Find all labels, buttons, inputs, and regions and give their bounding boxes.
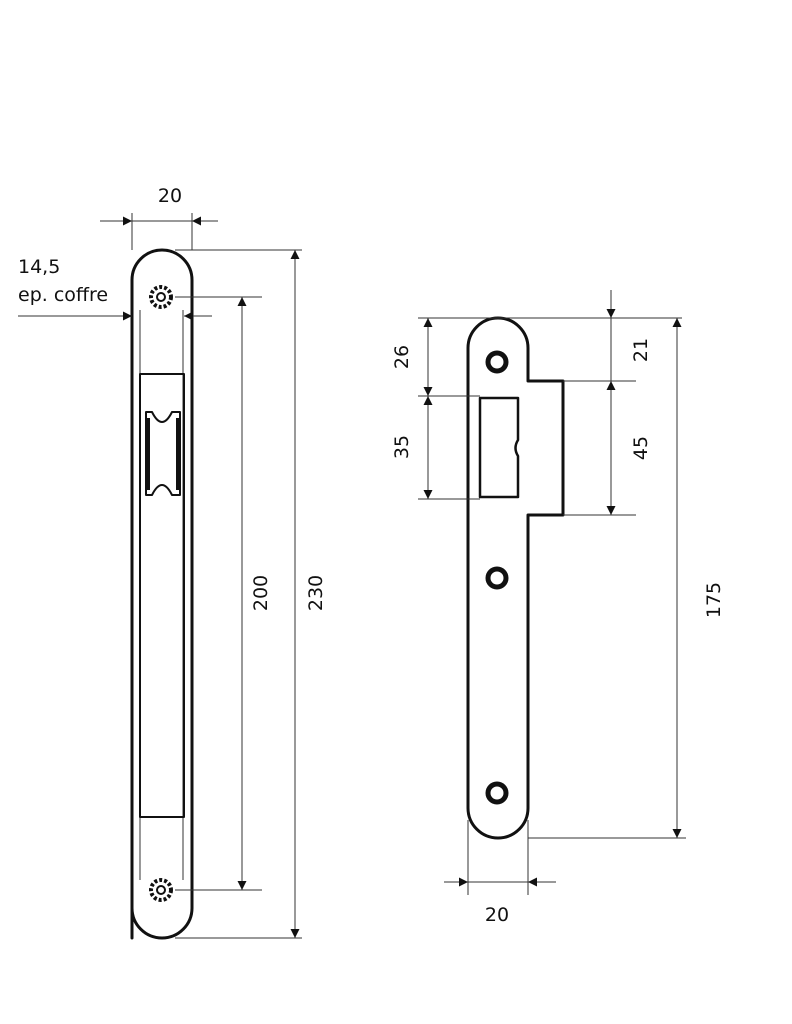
screw-hole-icon (485, 350, 509, 374)
dimension-caption: ep. coffre (18, 284, 108, 306)
dimension-label: 200 (250, 575, 272, 611)
dimension-hole-spacing: 200 (175, 296, 272, 891)
screw-hole-icon (485, 781, 509, 805)
dimension-label: 230 (305, 575, 327, 611)
dimension-window-height: 35 (391, 396, 433, 499)
strike-window (478, 396, 520, 499)
faceplate-left (130, 248, 194, 940)
dimension-label: 20 (158, 185, 182, 207)
dimension-label: 175 (703, 582, 725, 618)
dimension-top-to-window: 26 (391, 317, 498, 500)
dimension-width-left: 20 (100, 185, 218, 250)
latch-window (139, 373, 185, 818)
screw-hole-icon (149, 285, 173, 309)
dimension-label: 21 (630, 338, 652, 362)
dimension-thickness: 14,5 ep. coffre (18, 256, 212, 321)
dimension-top-to-lip: 21 (498, 290, 682, 516)
dimension-total-height-right: 175 (528, 318, 725, 839)
dimension-label: 45 (630, 436, 652, 460)
dimension-total-height-left: 230 (175, 249, 327, 939)
dimension-label: 20 (485, 904, 509, 926)
strike-plate-right (466, 316, 565, 840)
screw-hole-icon (485, 566, 509, 590)
dimension-label: 14,5 (18, 256, 60, 278)
dimension-lip-height: 45 (606, 381, 652, 515)
faceplate-outline (130, 248, 194, 940)
dimension-label: 35 (391, 435, 413, 459)
strike-plate-outline (466, 316, 565, 840)
screw-hole-icon (149, 878, 173, 902)
dimension-label: 26 (391, 345, 413, 369)
latch-bolt (145, 411, 181, 496)
dimension-width-right: 20 (444, 820, 556, 926)
